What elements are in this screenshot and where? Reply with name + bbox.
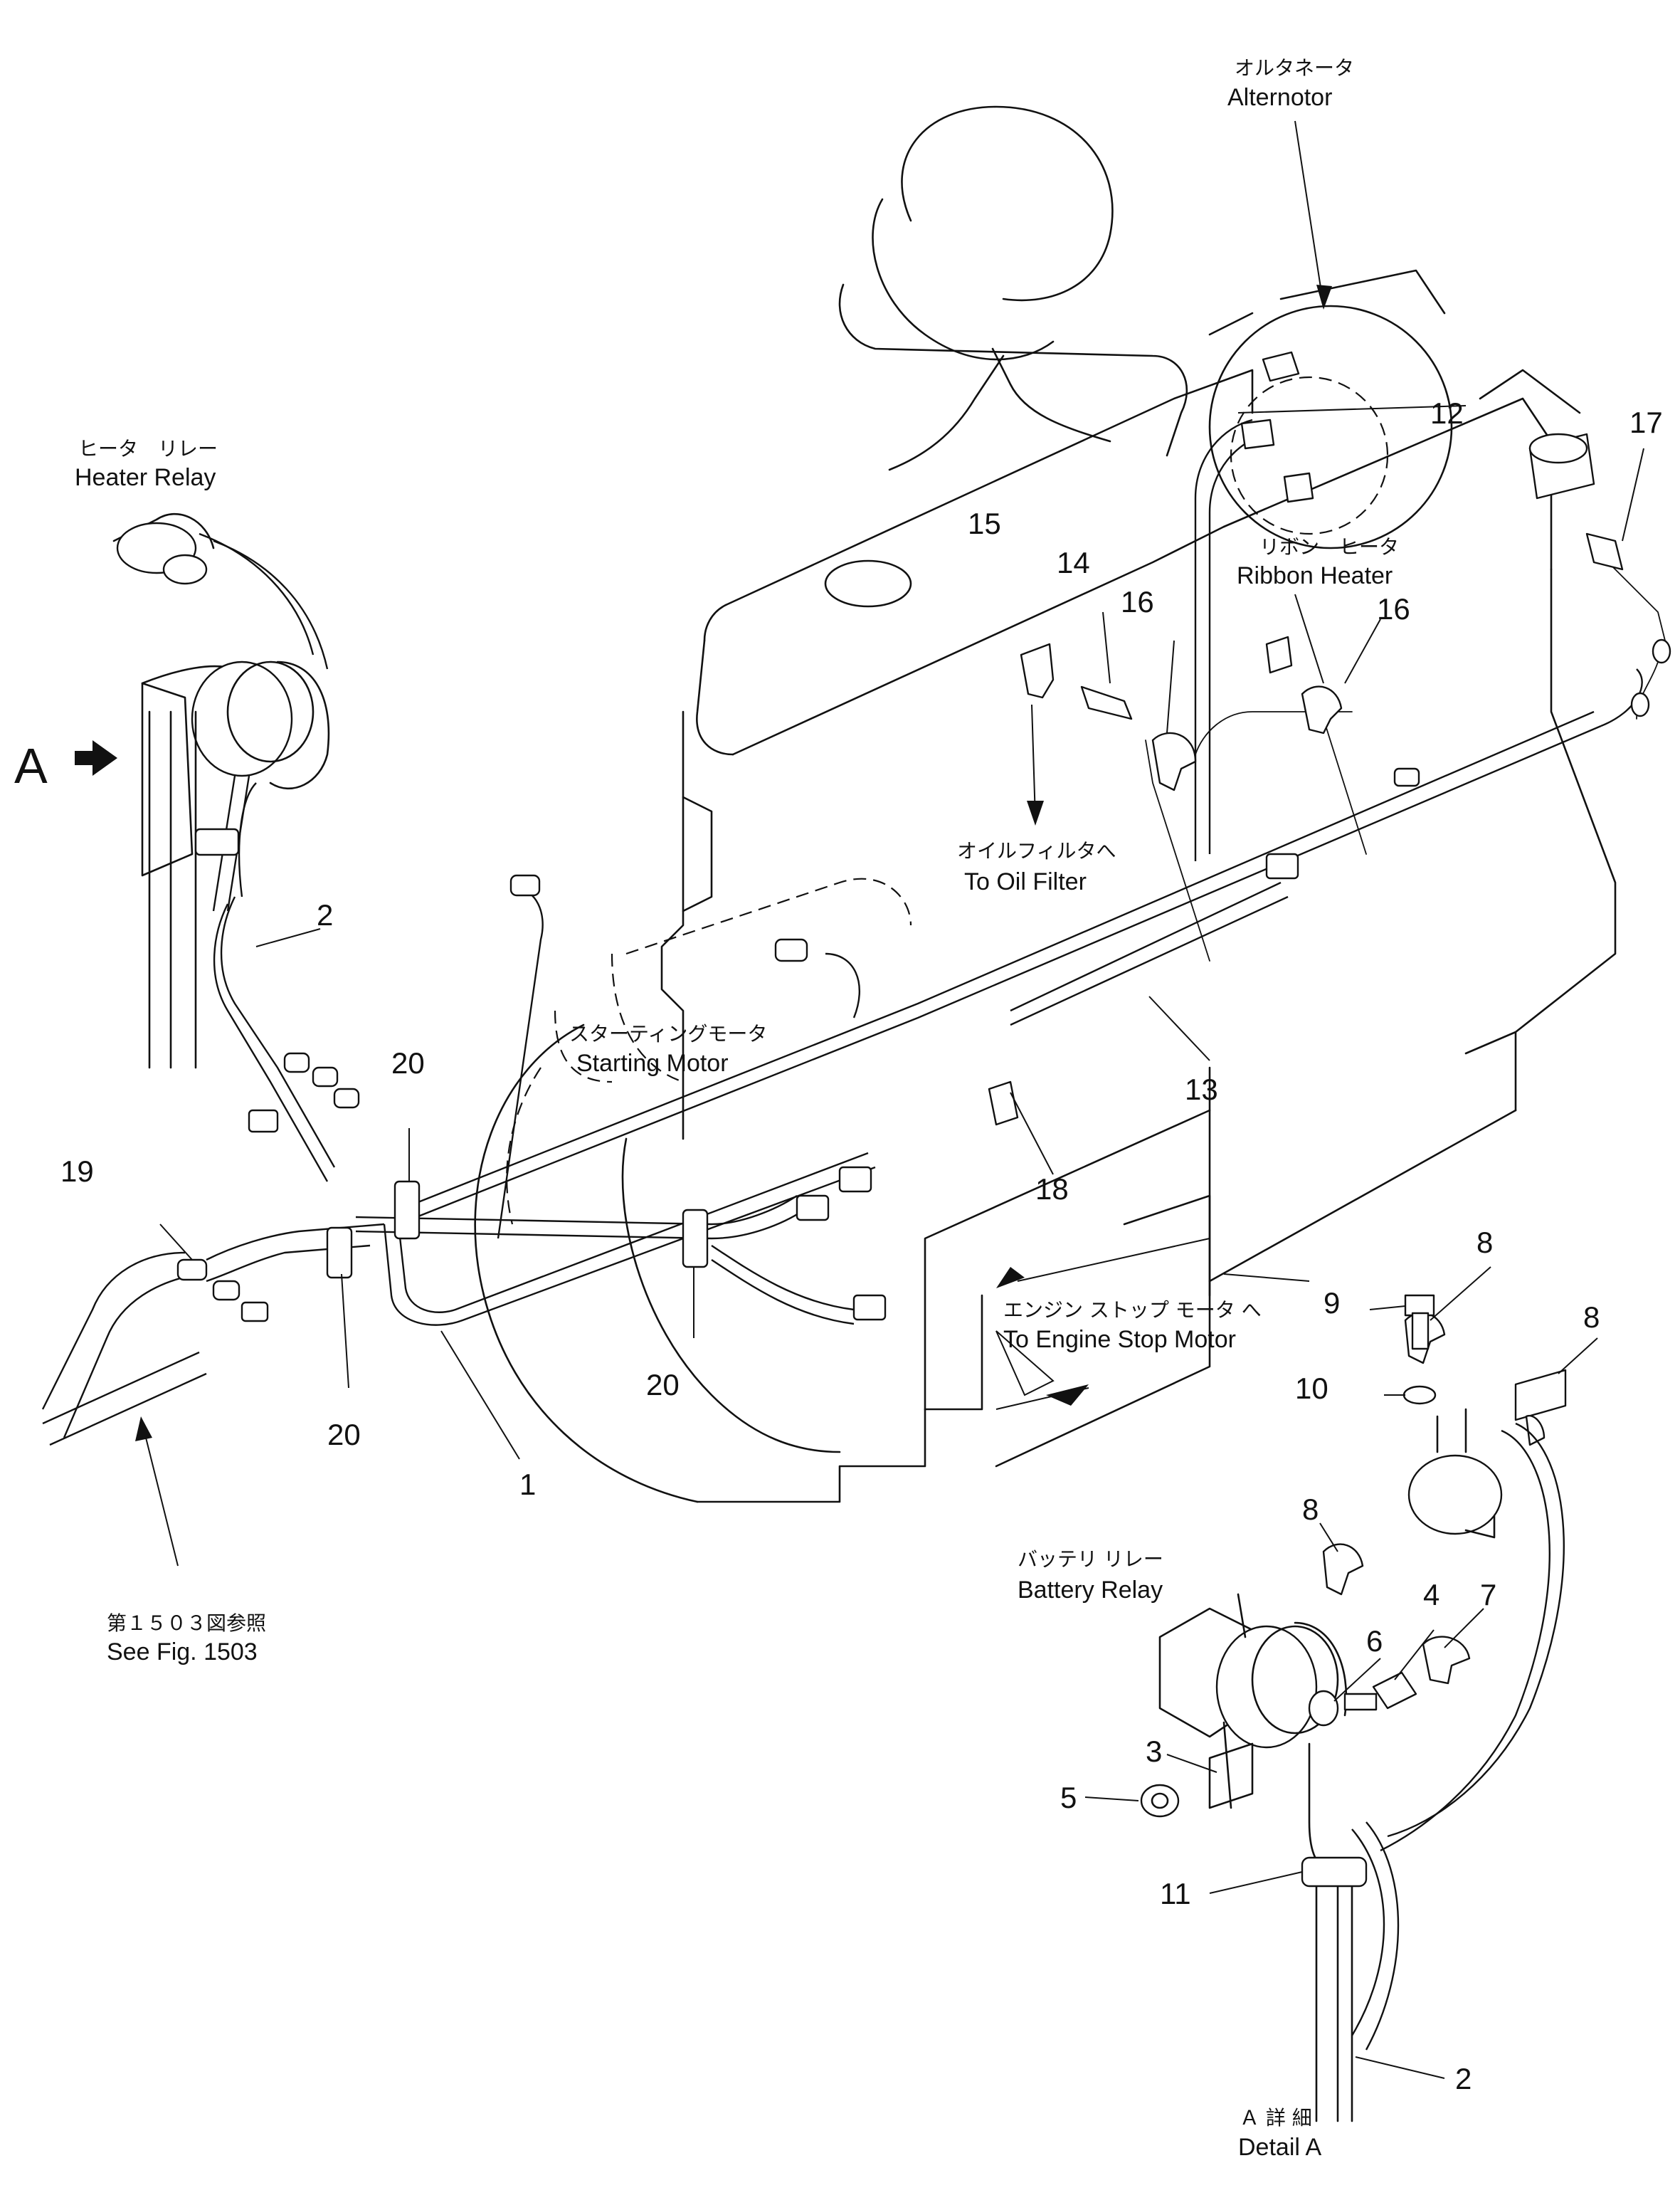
main-harness — [41, 419, 1666, 1446]
part-number-6: 6 — [1366, 1624, 1383, 1658]
part-number-20-middle: 20 — [646, 1368, 680, 1401]
part-number-20-top: 20 — [391, 1046, 425, 1080]
heater-relay-assembly — [112, 512, 330, 1069]
leader-lines — [135, 120, 1644, 2079]
ribbon-heater-label: Ribbon Heater — [1237, 562, 1393, 589]
part-number-9: 9 — [1324, 1286, 1340, 1320]
battery-relay-label-jp: バッテリ リレー — [1018, 1547, 1163, 1571]
part-number-17: 17 — [1629, 406, 1663, 439]
part-number-18: 18 — [1035, 1172, 1069, 1206]
part-number-4: 4 — [1423, 1578, 1439, 1611]
detail-a-label: Detail A — [1238, 2134, 1321, 2161]
part-number-2-harness: 2 — [317, 898, 333, 932]
part-number-16-left: 16 — [1121, 585, 1154, 619]
sensor-parts — [1020, 351, 1671, 791]
alternator-label: Alternotor — [1227, 84, 1332, 111]
starting-motor-label: Starting Motor — [576, 1050, 729, 1077]
harness-clamps — [326, 1080, 1019, 1279]
part-number-13: 13 — [1185, 1073, 1218, 1106]
part-number-20-bottom: 20 — [327, 1418, 361, 1451]
part-number-8-right: 8 — [1583, 1300, 1600, 1334]
detail-a-label-jp: Ａ 詳 細 — [1240, 2106, 1312, 2130]
heater-relay-label: Heater Relay — [75, 464, 216, 491]
oil-filter-label: To Oil Filter — [964, 868, 1087, 895]
engine-stop-label: To Engine Stop Motor — [1003, 1326, 1236, 1353]
callout-labels: オルタネータ Alternotor ヒータ リレー Heater Relay リ… — [14, 56, 1399, 2161]
part-number-1: 1 — [519, 1468, 536, 1501]
alternator-label-jp: オルタネータ — [1235, 56, 1354, 80]
part-number-12: 12 — [1430, 396, 1464, 430]
part-number-16-right: 16 — [1377, 592, 1410, 626]
view-a-label: A — [14, 738, 48, 794]
connectors — [176, 767, 1420, 1322]
heater-relay-label-jp: ヒータ リレー — [78, 437, 218, 461]
part-number-14: 14 — [1057, 546, 1090, 579]
engine-stop-label-jp: エンジン ストップ モータ へ — [1003, 1298, 1262, 1322]
part-number-3: 3 — [1146, 1735, 1162, 1768]
part-number-labels: 12 17 15 14 16 16 2 20 13 18 19 20 20 1 … — [60, 396, 1663, 2095]
battery-relay-label: Battery Relay — [1018, 1577, 1163, 1604]
detail-a-assembly — [1140, 1294, 1567, 2122]
part-number-5: 5 — [1060, 1781, 1077, 1814]
see-fig-label: See Fig. 1503 — [107, 1638, 258, 1665]
see-fig-label-jp: 第１５０３図参照 — [107, 1611, 266, 1635]
part-number-8-top: 8 — [1476, 1226, 1493, 1259]
part-number-8-bottom: 8 — [1302, 1493, 1319, 1526]
part-number-15: 15 — [968, 507, 1001, 540]
part-number-10: 10 — [1295, 1372, 1328, 1405]
part-number-19: 19 — [60, 1154, 94, 1188]
part-number-7: 7 — [1480, 1578, 1496, 1611]
engine-block — [474, 105, 1617, 1503]
ribbon-heater-label-jp: リボン ヒータ — [1259, 535, 1399, 559]
part-number-2-detail: 2 — [1455, 2062, 1472, 2095]
oil-filter-label-jp: オイルフィルタへ — [957, 839, 1116, 863]
starting-motor-label-jp: スターティングモータ — [569, 1022, 767, 1046]
view-arrow-a — [75, 740, 117, 776]
part-number-11: 11 — [1160, 1877, 1191, 1910]
